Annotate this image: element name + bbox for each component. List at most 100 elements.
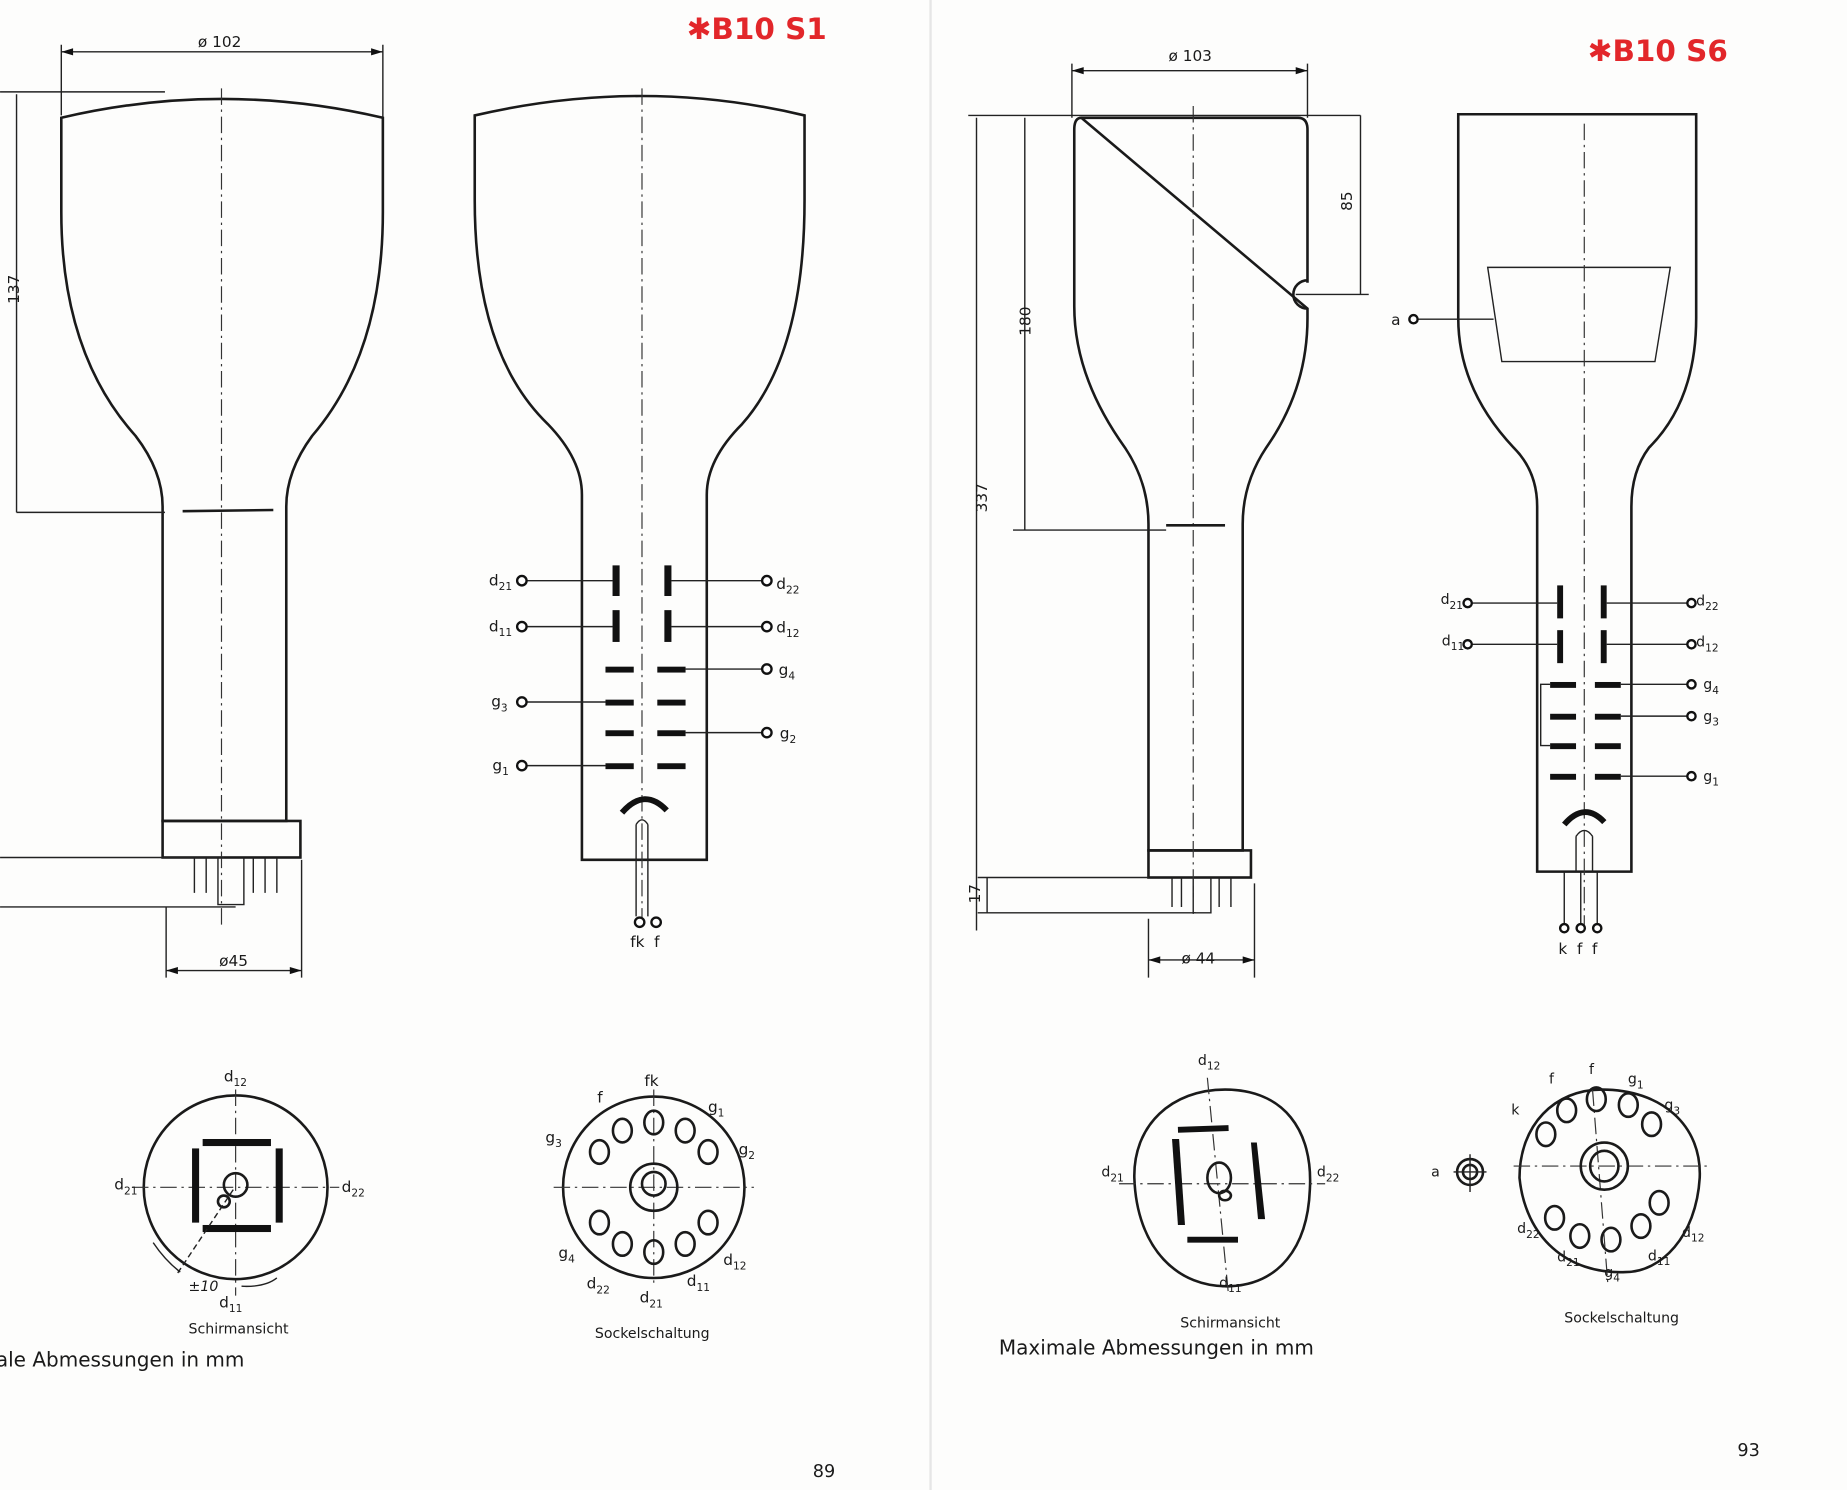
socket-pin (588, 1138, 611, 1166)
tube-type: B10 S1 (711, 12, 826, 46)
pin-label-g1: g1 (1628, 1072, 1644, 1092)
socket-pin (1585, 1086, 1608, 1113)
dim-total-length: 337 (973, 483, 991, 512)
dim-bulb-length: 180 (1017, 306, 1035, 335)
pin-label-d12: d12 (776, 619, 799, 641)
dim-base-height: 17 (966, 884, 984, 903)
page-number: 89 (813, 1462, 835, 1482)
pin-label-d12: d12 (1696, 635, 1718, 655)
tube-type: B10 S6 (1612, 34, 1727, 68)
pin-label-g1: g1 (492, 756, 508, 778)
pin-label-d21: d21 (1557, 1249, 1579, 1269)
pin-label-d21: d21 (489, 571, 512, 593)
socket-pin (1535, 1121, 1557, 1148)
socket-pin (1569, 1222, 1591, 1250)
pin-label-d12: d12 (1198, 1053, 1220, 1073)
socket-pin (1600, 1226, 1622, 1253)
pin-label-a: a (1431, 1165, 1440, 1181)
pin-label-d11: d11 (1219, 1275, 1241, 1295)
socket-pin (697, 1138, 719, 1166)
pin-label-g4: g4 (1703, 677, 1719, 697)
dim-length: 137 (5, 275, 23, 304)
pin-label-d22: d22 (1696, 593, 1718, 613)
b10s6-side-view (968, 63, 1369, 978)
b10s6-socket (1453, 1086, 1708, 1284)
pin-label-g2: g2 (739, 1140, 755, 1162)
pin-label-d22: d22 (342, 1178, 365, 1200)
b10s6-screen-view (1119, 1077, 1326, 1296)
socket-pin (611, 1117, 634, 1144)
pin-label-d12: d12 (723, 1251, 746, 1273)
socket-pin (1555, 1097, 1578, 1124)
pin-label-d11: d11 (219, 1293, 242, 1315)
socket-pin (1617, 1091, 1640, 1119)
dim-anode-offset: 85 (1338, 191, 1356, 210)
pin-label-d21: d21 (114, 1176, 137, 1198)
pin-label-d11: d11 (489, 617, 512, 639)
marker: ✱ (687, 12, 712, 46)
pin-label-k: k (1511, 1102, 1520, 1118)
tube-title-b10s6: ✱B10 S6 (1588, 34, 1728, 68)
socket-pin (643, 1238, 665, 1266)
pin-label-g3: g3 (491, 693, 507, 715)
dim-base-diameter: ø 44 (1181, 949, 1215, 967)
socket-pin (674, 1230, 696, 1258)
socket-pin (1640, 1111, 1663, 1138)
pin-label-g4: g4 (779, 661, 796, 683)
pin-label-f: f (1549, 1072, 1555, 1088)
dim-screen-diameter: ø 102 (198, 33, 241, 51)
pin-label-f: f (1589, 1062, 1595, 1078)
tolerance: ±10 (189, 1279, 219, 1295)
pin-label-g3: g3 (545, 1129, 561, 1151)
socket-pin (611, 1230, 634, 1258)
socket-pin (643, 1109, 665, 1136)
b10s1-screen-view (131, 1089, 340, 1296)
socket-pin (674, 1117, 696, 1144)
socket-pin (1543, 1204, 1566, 1231)
lead-labels: fk f (630, 933, 660, 951)
pin-label-fk: fk (644, 1072, 658, 1090)
pin-label-d22: d22 (1517, 1221, 1539, 1241)
pin-label-d11: d11 (1648, 1248, 1670, 1268)
pin-label-f: f (597, 1088, 603, 1106)
footer-note: Maximale Abmessungen in mm (0, 1347, 244, 1371)
pin-label-d22: d22 (587, 1275, 610, 1297)
pin-label-d21: d21 (640, 1289, 663, 1311)
pin-label-g4: g4 (1604, 1265, 1620, 1285)
footer-note: Maximale Abmessungen in mm (999, 1336, 1314, 1360)
marker: ✱ (1588, 34, 1613, 68)
pin-label-g2: g2 (780, 725, 796, 747)
pin-label-g1: g1 (708, 1098, 724, 1120)
caption-sockelschaltung: Sockelschaltung (1564, 1311, 1679, 1327)
caption-schirmansicht: Schirmansicht (1180, 1315, 1281, 1331)
socket-pin (697, 1209, 719, 1236)
anode-label: a (1391, 311, 1400, 329)
dim-base-diameter: ø45 (219, 952, 248, 970)
pin-label-d22: d22 (776, 575, 799, 597)
socket-pin (1648, 1189, 1670, 1216)
lead-labels: k f f (1558, 940, 1598, 958)
b10s1-socket (553, 1089, 754, 1287)
b10s1-side-view (0, 44, 385, 978)
pin-label-d22: d22 (1317, 1165, 1339, 1185)
b10s6-electrode-view (1408, 112, 1698, 934)
pin-label-d21: d21 (1101, 1165, 1123, 1185)
pin-label-g4: g4 (558, 1244, 575, 1266)
pin-label-g3: g3 (1664, 1098, 1680, 1118)
pin-label-g3: g3 (1703, 709, 1719, 729)
pin-label-d21: d21 (1441, 592, 1463, 612)
pin-label-g1: g1 (1703, 769, 1719, 789)
tube-title-b10s1: ✱B10 S1 (687, 12, 827, 46)
pin-label-d12: d12 (1682, 1225, 1704, 1245)
pin-label-d12: d12 (224, 1067, 247, 1089)
caption-schirmansicht: Schirmansicht (189, 1321, 290, 1337)
dim-screen-diameter: ø 103 (1168, 47, 1211, 65)
page-number: 93 (1737, 1441, 1759, 1461)
socket-pin (1630, 1212, 1652, 1240)
socket-pin (588, 1209, 611, 1236)
pin-label-d11: d11 (687, 1272, 710, 1294)
b10s1-electrode-view (473, 88, 806, 929)
pin-label-d11: d11 (1442, 633, 1464, 653)
